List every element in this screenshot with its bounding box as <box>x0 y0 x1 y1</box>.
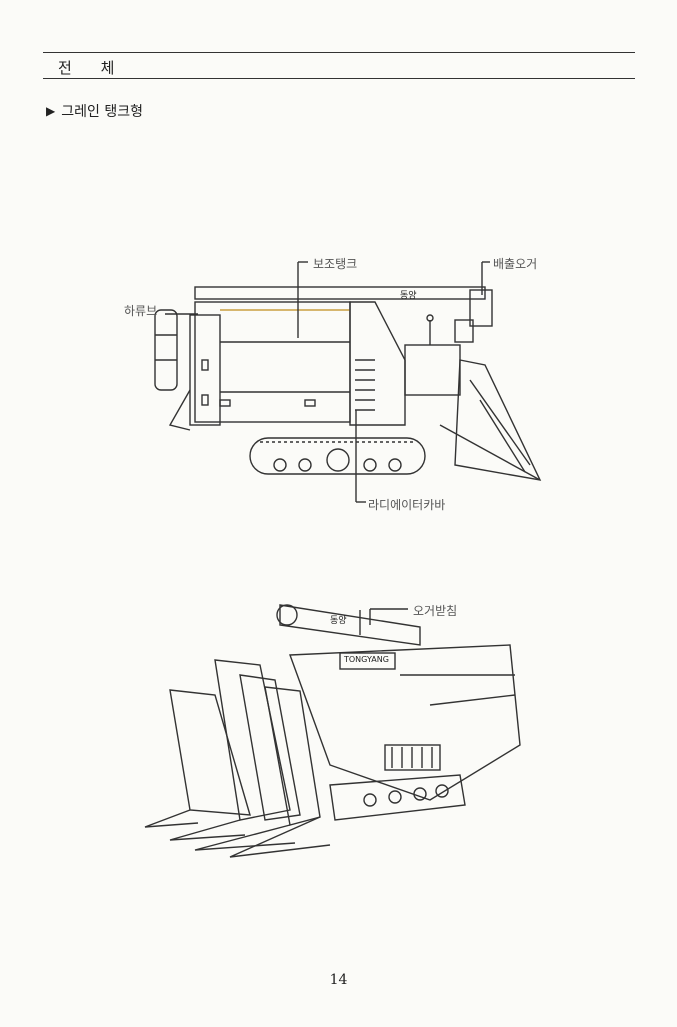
subheading-text: 그레인 탱크형 <box>61 104 143 120</box>
label-brand-plate: TONGYANG <box>344 655 389 664</box>
side-view-drawing <box>154 261 542 503</box>
label-discharge-auger: 배출오거 <box>493 257 538 271</box>
triangle-right-icon: ▶ <box>46 104 56 118</box>
label-aux-tank: 보조탱크 <box>313 257 358 271</box>
front-view-figure: 오거받침 동양 TONGYANG <box>130 595 600 860</box>
header-rule-top <box>43 52 635 53</box>
subheading: ▶ 그레인 탱크형 <box>46 101 143 121</box>
section-title: 전 체 <box>58 59 127 77</box>
side-view-figure: 보조탱크 배출오거 하류브 라디에이터카바 동양 <box>110 250 555 515</box>
label-radiator-cover: 라디에이터카바 <box>368 498 446 512</box>
page-number: 14 <box>329 972 348 988</box>
front-view-drawing <box>144 604 521 858</box>
label-brand-mark-front: 동양 <box>330 616 347 626</box>
label-brand-mark-side: 동양 <box>400 291 417 301</box>
label-auger-support: 오거받침 <box>413 604 458 618</box>
header-rule-bottom <box>43 78 635 79</box>
label-chute: 하류브 <box>124 304 158 318</box>
